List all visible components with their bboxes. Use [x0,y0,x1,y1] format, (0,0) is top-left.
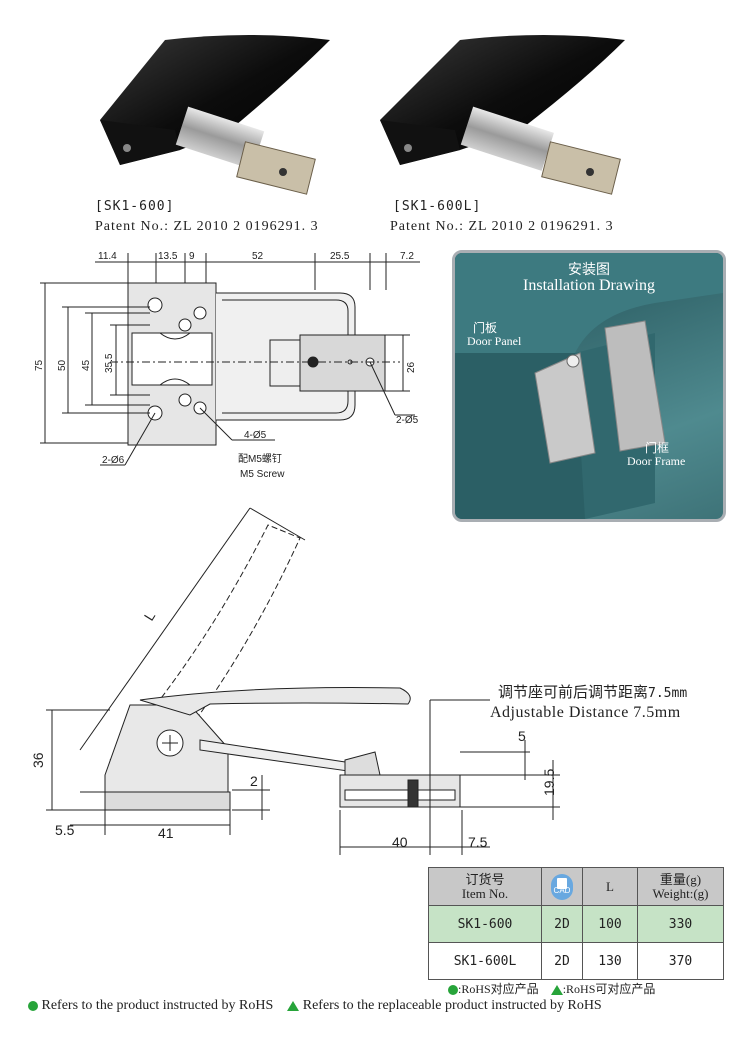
dim-9: 9 [189,251,195,262]
adjust-cn-text: 调节座可前后调节距离 [498,685,649,701]
rohs-cn: :RoHS对应产品 [458,982,539,996]
rohs-replace-cn: :RoHS可对应产品 [562,982,656,996]
product-photo-sk1-600l [380,35,625,195]
cell-weight: 330 [637,905,724,943]
label-m5-screw-cn: 配M5螺钉 [238,453,282,465]
door-panel-en: Door Panel [467,334,522,348]
dim-52: 52 [252,251,264,262]
header-weight-cn: 重量(g) [659,871,702,887]
header-weight: 重量(g) Weight:(g) [637,867,724,906]
installation-illustration [455,253,723,519]
patent-number: ZL 2010 2 0196291. 3 [173,219,319,234]
adjust-label-cn: 调节座可前后调节距离7.5mm [498,681,687,702]
dim-41: 41 [158,825,174,841]
dim-35-5: 35.5 [104,353,115,373]
table-row: SK1-600L 2D 130 370 [428,942,724,980]
cell-L: 130 [582,942,638,980]
header-item-cn: 订货号 [465,871,505,887]
footer-rohs-replace-en: Refers to the replaceable product instru… [302,998,602,1013]
footer-rohs-en: Refers to the product instructed by RoHS [41,998,274,1013]
header-item: 订货号 Item No. [428,867,542,906]
header-weight-en: Weight:(g) [652,885,709,901]
dim-25-5: 25.5 [330,251,350,262]
cell-cad: 2D [541,905,583,943]
cell-weight: 370 [637,942,724,980]
patent-line-sk1-600l: Patent No.: ZL 2010 2 0196291. 3 [390,219,614,235]
label-2-d6: 2-Ø6 [102,455,125,466]
label-m5-screw-en: M5 Screw [240,469,285,480]
model-label-sk1-600l: [SK1-600L] [393,199,482,214]
adjust-label-en: Adjustable Distance 7.5mm [490,704,681,721]
patent-label: Patent No.: [390,219,464,234]
patent-label: Patent No.: [95,219,169,234]
dim-45: 45 [81,359,92,371]
side-view-drawing: L 36 2 5.5 41 40 7.5 5 19.5 [30,507,560,855]
cad-icon: CAD [551,873,573,900]
spec-table: 订货号 Item No. CAD L 重量(g) Weight:(g) SK1-… [428,867,724,980]
dim-50: 50 [57,359,68,371]
install-title-en: Installation Drawing [523,277,655,294]
adjust-cn-value: 7.5mm [648,686,688,701]
cell-item: SK1-600 [428,905,542,943]
label-4-d5: 4-Ø5 [244,430,267,441]
patent-number: ZL 2010 2 0196291. 3 [468,219,614,234]
footer-legend: Refers to the product instructed by RoHS… [28,998,602,1014]
green-dot-icon [448,985,458,996]
door-frame-en: Door Frame [627,454,686,468]
dim-19-5: 19.5 [541,769,557,796]
dim-26: 26 [406,361,417,373]
label-2-d5: 2-Ø5 [396,415,419,426]
door-panel-cn: 门板 [473,321,498,335]
table-header-row: 订货号 Item No. CAD L 重量(g) Weight:(g) [428,867,724,906]
product-photos [100,35,625,195]
dim-11-4: 11.4 [98,251,117,262]
green-triangle-icon [550,985,563,996]
install-title-cn: 安装图 [568,263,610,278]
header-item-en: Item No. [461,885,509,901]
cell-item: SK1-600L [428,942,542,980]
table-row: SK1-600 2D 100 330 [428,905,724,943]
patent-line-sk1-600: Patent No.: ZL 2010 2 0196291. 3 [95,219,319,235]
cell-L: 100 [582,905,638,943]
dim-40: 40 [392,834,408,850]
door-frame-cn: 门框 [645,441,670,455]
top-view-drawing: 11.4 13.5 9 52 25.5 7.2 75 50 45 35.5 26… [34,251,420,480]
product-photo-sk1-600 [100,35,330,195]
rohs-legend-cn: :RoHS对应产品 :RoHS可对应产品 [448,980,655,997]
dim-7-5: 7.5 [468,834,488,850]
dim-5-5: 5.5 [55,822,75,838]
installation-drawing-panel: 安装图 Installation Drawing 门板 Door Panel 门… [452,250,726,522]
dim-5: 5 [518,728,526,744]
dim-36: 36 [30,752,46,768]
header-L: L [582,867,638,906]
dim-2: 2 [250,773,258,789]
dim-L: L [141,608,159,623]
cell-cad: 2D [541,942,583,980]
header-cad: CAD [541,867,583,906]
dim-75: 75 [34,359,45,371]
dim-13-5: 13.5 [158,251,178,262]
green-dot-icon [28,1000,38,1011]
model-label-sk1-600: [SK1-600] [95,199,175,214]
dim-7-2: 7.2 [400,251,414,262]
green-triangle-icon [287,1000,300,1011]
